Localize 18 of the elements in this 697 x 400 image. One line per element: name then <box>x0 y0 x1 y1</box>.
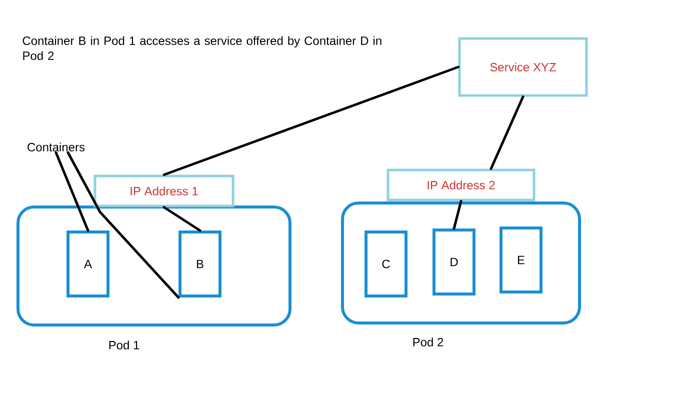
title: Container B in Pod 1 accesses a service offered by Container D in Pod 2 <box>22 36 382 60</box>
node-label: Pod 1 <box>109 340 140 350</box>
container-box: E <box>500 226 542 294</box>
ip-address-box: IP Address 1 <box>94 174 234 208</box>
container-box: D <box>432 228 476 296</box>
connector-line <box>452 200 462 230</box>
container-box: B <box>178 230 222 298</box>
connector-line <box>490 96 524 170</box>
connector-line <box>162 206 202 232</box>
ip-address-box: IP Address 2 <box>386 168 536 202</box>
container-box: A <box>66 230 110 298</box>
connector-line <box>66 151 180 299</box>
containers-label: Containers <box>28 142 85 152</box>
container-box: C <box>364 230 408 298</box>
connector-line <box>54 151 90 232</box>
node-label: Pod 2 <box>413 338 444 346</box>
connector-line <box>162 66 460 176</box>
service-box: Service XYZ <box>458 37 588 97</box>
